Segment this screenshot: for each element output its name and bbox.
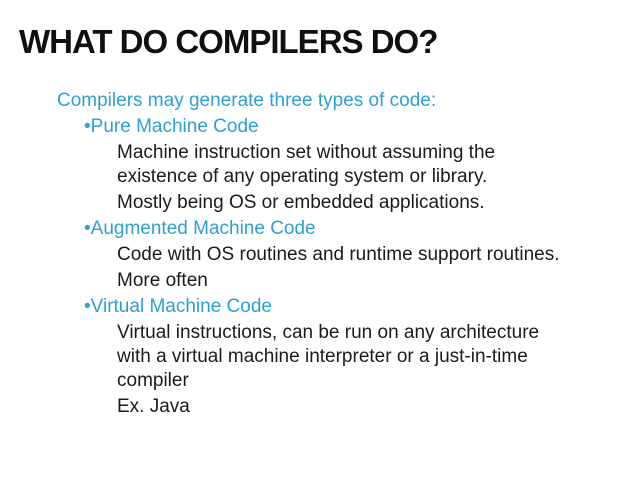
body-line: compiler	[117, 370, 189, 391]
paragraph: Code with OS routines and runtime suppor…	[0, 243, 638, 267]
section-heading: •Pure Machine Code	[0, 115, 638, 139]
bullet-heading-virtual-machine-code: •Virtual Machine Code	[84, 296, 272, 317]
section-heading: •Augmented Machine Code	[0, 217, 638, 241]
body-line: Code with OS routines and runtime suppor…	[117, 244, 560, 265]
body-line: Mostly being OS or embedded applications…	[117, 192, 485, 213]
body-line: More often	[117, 270, 208, 291]
section-heading: •Virtual Machine Code	[0, 295, 638, 319]
body-line: with a virtual machine interpreter or a …	[117, 346, 528, 367]
paragraph: Virtual instructions, can be run on any …	[0, 321, 638, 393]
body-line: Machine instruction set without assuming…	[117, 142, 496, 163]
body-line: existence of any operating system or lib…	[117, 166, 488, 187]
slide-title: WHAT DO COMPILERS DO?	[19, 23, 438, 60]
bullet-heading-pure-machine-code: •Pure Machine Code	[84, 116, 259, 137]
body-line: Virtual instructions, can be run on any …	[117, 322, 540, 343]
paragraph: Machine instruction set without assuming…	[0, 141, 638, 189]
intro-line: Compilers may generate three types of co…	[57, 90, 437, 111]
paragraph: Compilers may generate three types of co…	[0, 89, 638, 113]
paragraph: Mostly being OS or embedded applications…	[0, 191, 638, 215]
body-line: Ex. Java	[117, 396, 190, 417]
paragraph: More often	[0, 269, 638, 293]
paragraph: Ex. Java	[0, 395, 638, 419]
slide-body: Compilers may generate three types of co…	[0, 89, 638, 421]
bullet-heading-augmented-machine-code: •Augmented Machine Code	[84, 218, 316, 239]
